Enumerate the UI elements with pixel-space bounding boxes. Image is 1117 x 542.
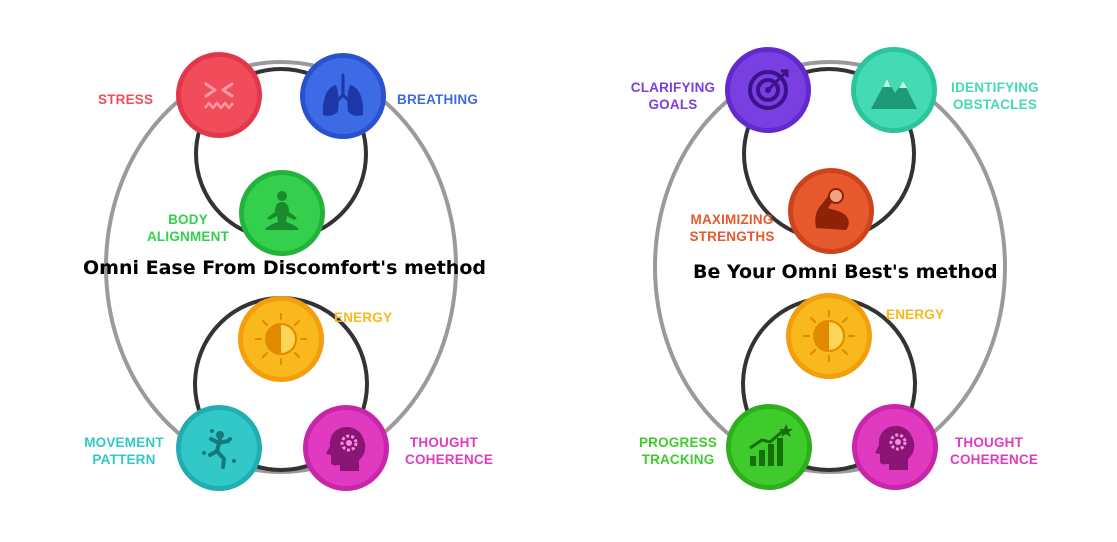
ease-from-discomfort-diagram: STRESS BREATHING BODY ALIGNMENT Omni Eas…	[0, 0, 558, 542]
movement-pattern-label: MOVEMENT PATTERN	[84, 435, 164, 467]
maximizing-strengths-node	[788, 168, 874, 254]
thought-coherence-label: THOUGHT COHERENCE	[405, 435, 494, 467]
body-alignment-label: BODY ALIGNMENT	[146, 212, 230, 244]
head-gear-icon	[875, 426, 915, 470]
breathing-node	[300, 53, 386, 139]
clarifying-goals-node	[725, 47, 811, 133]
progress-tracking-node	[726, 404, 812, 490]
thought-coherence-node	[303, 405, 389, 491]
energy-node	[786, 293, 872, 379]
stress-label: STRESS	[98, 92, 154, 107]
body-alignment-node	[239, 170, 325, 256]
progress-tracking-label: PROGRESS TRACKING	[638, 435, 718, 467]
breathing-label: BREATHING	[397, 92, 479, 107]
mountain-icon	[871, 79, 917, 109]
stress-face-icon	[204, 82, 234, 110]
maximizing-strengths-label: MAXIMIZING STRENGTHS	[689, 212, 775, 244]
meditation-icon	[265, 191, 299, 230]
climber-icon	[202, 429, 236, 469]
sun-icon	[255, 313, 307, 365]
diagram-title: Omni Ease From Discomfort's method	[83, 257, 486, 279]
thought-coherence-node	[852, 404, 938, 490]
thought-coherence-label: THOUGHT COHERENCE	[950, 435, 1039, 467]
head-gear-icon	[326, 427, 366, 471]
sun-icon	[803, 310, 855, 362]
clarifying-goals-label: CLARIFYING GOALS	[630, 80, 716, 112]
bar-chart-icon	[749, 424, 793, 466]
diagram-title: Be Your Omni Best's method	[693, 261, 998, 283]
energy-label: ENERGY	[886, 307, 945, 322]
stress-node	[176, 52, 262, 138]
energy-node	[238, 296, 324, 382]
identifying-obstacles-node	[851, 47, 937, 133]
lungs-icon	[322, 73, 364, 116]
identifying-obstacles-label: IDENTIFYING OBSTACLES	[951, 80, 1039, 112]
target-icon	[748, 69, 789, 110]
energy-label: ENERGY	[334, 310, 393, 325]
be-your-best-diagram: CLARIFYING GOALS IDENTIFYING OBSTACLES M…	[559, 0, 1117, 542]
flexed-arm-icon	[815, 188, 849, 230]
movement-pattern-node	[176, 405, 262, 491]
